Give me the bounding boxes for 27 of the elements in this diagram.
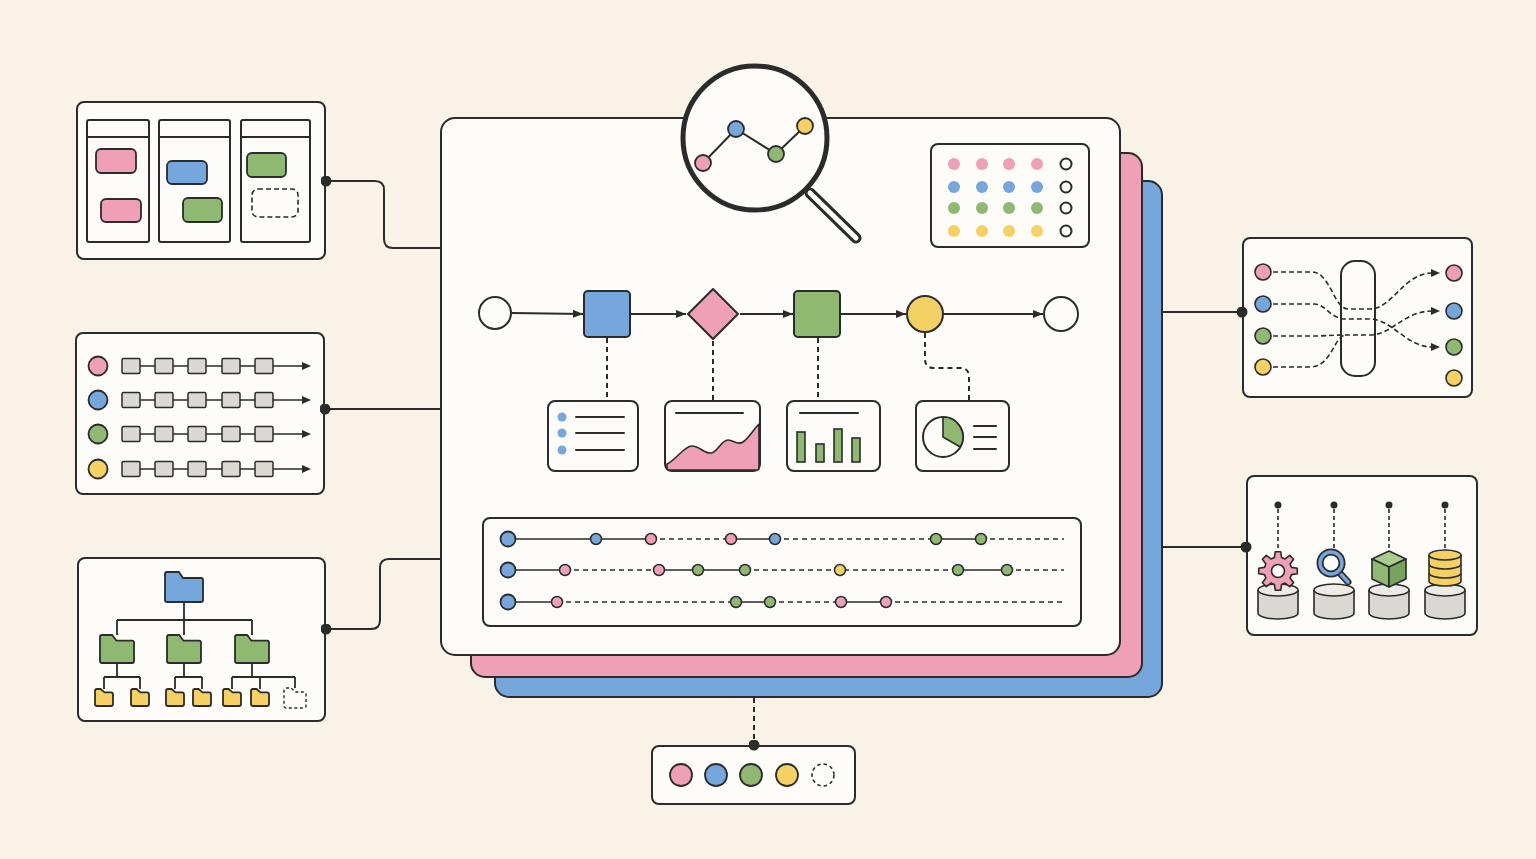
dashed-connector-line (712, 340, 714, 401)
flow-arrow (840, 310, 907, 318)
decision-diamond (686, 287, 740, 341)
routing-panel (1242, 237, 1473, 398)
connector-line (319, 403, 441, 415)
color-palette-panel (651, 745, 856, 805)
connector-line (320, 558, 441, 635)
dashed-connector-line (924, 332, 970, 401)
connector-line (1162, 541, 1252, 553)
folder-tree-panel (77, 557, 326, 722)
pie-chart-card (915, 400, 1010, 472)
flow-arrow (511, 309, 584, 318)
process-square (583, 290, 631, 338)
area-chart-card (664, 400, 761, 472)
list-card (547, 400, 639, 472)
connector-line (1162, 306, 1248, 318)
flow-arrow (739, 310, 794, 318)
flow-arrow (630, 310, 687, 318)
bar-chart-card (786, 400, 881, 472)
swimlane-panel (75, 332, 325, 495)
layered-main-panel (440, 117, 1163, 698)
service-icons-panel (1246, 475, 1478, 636)
process-square (793, 290, 841, 338)
flow-arrow (943, 310, 1044, 318)
dashed-connector-line (748, 697, 760, 751)
connector-line (320, 175, 441, 249)
kanban-board-panel (76, 101, 326, 260)
